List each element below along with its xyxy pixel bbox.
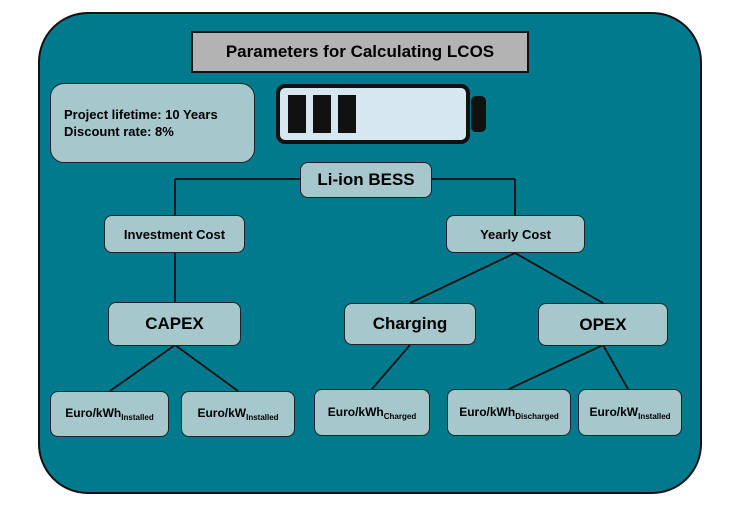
charging-node: Charging: [344, 303, 476, 345]
unit-label: Euro/kW: [197, 406, 247, 420]
unit-label: Euro/kW: [589, 404, 639, 419]
yearly-cost-node: Yearly Cost: [446, 215, 585, 253]
capex-euro-per-kw-installed: Euro/kWInstalled: [181, 391, 295, 437]
opex-euro-per-kwh-discharged: Euro/kWhDischarged: [447, 389, 571, 436]
unit-subscript: Installed: [246, 413, 279, 422]
opex-euro-per-kw-installed: Euro/kWInstalled: [578, 389, 682, 436]
assumptions-box: Project lifetime: 10 Years Discount rate…: [50, 83, 255, 163]
unit-subscript: Charged: [383, 411, 417, 421]
charging-euro-per-kwh-charged: Euro/kWhCharged: [314, 389, 430, 436]
project-lifetime-text: Project lifetime: 10 Years: [64, 107, 218, 122]
li-ion-bess-node: Li-ion BESS: [300, 162, 432, 198]
discount-rate-text: Discount rate: 8%: [64, 124, 174, 139]
battery-icon: [276, 84, 486, 144]
unit-subscript: Installed: [121, 413, 154, 422]
investment-cost-node: Investment Cost: [104, 215, 245, 253]
unit-label: Euro/kWh: [327, 404, 384, 419]
capex-node: CAPEX: [108, 302, 241, 346]
unit-subscript: Discharged: [515, 411, 559, 421]
unit-label: Euro/kWh: [459, 404, 516, 419]
capex-euro-per-kwh-installed: Euro/kWhInstalled: [50, 391, 169, 437]
diagram-title: Parameters for Calculating LCOS: [191, 31, 529, 73]
unit-subscript: Installed: [638, 411, 671, 421]
opex-node: OPEX: [538, 303, 668, 346]
unit-label: Euro/kWh: [65, 406, 122, 420]
